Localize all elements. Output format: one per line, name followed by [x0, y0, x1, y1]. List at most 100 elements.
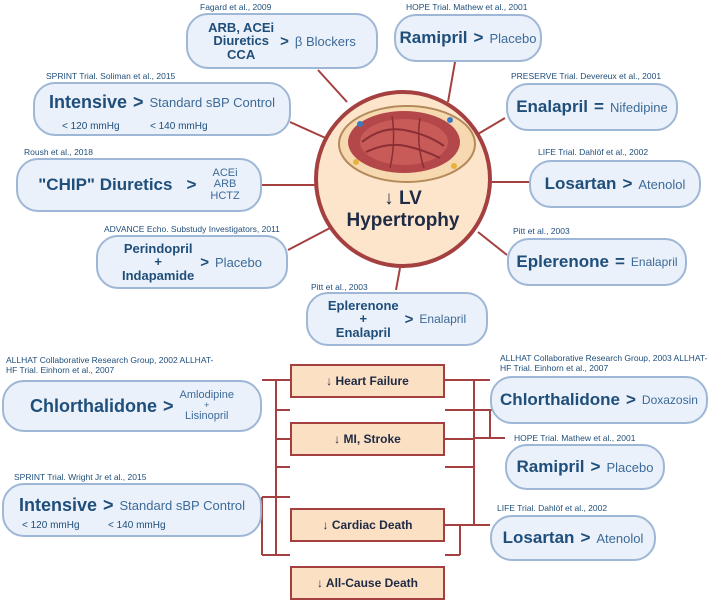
preserve-op: = — [594, 97, 604, 116]
allhat-left-right: Amlodipine + Lisinopril — [179, 388, 234, 423]
allhat-left-op: > — [163, 395, 174, 416]
sprint-op: > — [133, 92, 144, 112]
hope-left: Ramipril — [399, 28, 468, 47]
life2-left: Losartan — [502, 528, 575, 547]
hope2-caption: HOPE Trial. Mathew et al., 2001 — [514, 433, 636, 443]
preserve-right: Nifedipine — [609, 99, 668, 115]
pitt2-left1: Eplerenone — [327, 297, 399, 313]
allhat-left-plus: + — [204, 400, 210, 411]
allhat-left-caption: ALLHAT Collaborative Research Group, 200… — [6, 355, 213, 375]
hope-right: Placebo — [489, 30, 537, 46]
roush-right2: ARB — [213, 178, 237, 191]
fagard-comparison: ARB, ACEi Diuretics CCA > β Blockers — [186, 13, 378, 69]
hope-caption: HOPE Trial. Mathew et al., 2001 — [406, 2, 528, 12]
preserve-left: Enalapril — [516, 97, 589, 116]
roush-left: "CHIP" Diuretics — [38, 175, 173, 194]
pitt2-right: Enalapril — [419, 312, 467, 326]
life2-op: > — [580, 528, 591, 547]
advance-caption: ADVANCE Echo. Substudy Investigators, 20… — [104, 224, 280, 234]
roush-caption: Roush et al., 2018 — [24, 147, 93, 157]
allhat-left-right2: Lisinopril — [185, 409, 229, 422]
pitt2-left2: Enalapril — [335, 324, 391, 340]
allhat-left-caption-line1: ALLHAT Collaborative Research Group, 200… — [6, 355, 214, 365]
fagard-left2: Diuretics — [213, 33, 269, 49]
advance-left: Perindopril + Indapamide — [122, 240, 195, 283]
preserve-comparison: Enalapril = Nifedipine — [506, 83, 678, 131]
advance-right: Placebo — [215, 254, 262, 270]
hub-line2: Hypertrophy — [346, 210, 460, 231]
pitt2-op: > — [404, 310, 414, 328]
sprint-comparison: Intensive > Standard sBP Control — [33, 82, 291, 136]
pitt1-left: Eplerenone — [516, 252, 609, 271]
pitt1-op: = — [614, 252, 625, 271]
hope-op: > — [473, 28, 484, 47]
pitt1-caption: Pitt et al., 2003 — [513, 226, 570, 236]
life-left: Losartan — [544, 174, 617, 193]
outcome-cardiac-death: ↓ Cardiac Death — [290, 508, 445, 542]
hope2-op: > — [590, 457, 601, 476]
roush-right: ACEi ARB HCTZ — [210, 166, 240, 203]
allhat-right-right: Doxazosin — [641, 393, 698, 407]
allhat-right-op: > — [625, 390, 636, 409]
hope2-comparison: Ramipril > Placebo — [505, 444, 665, 490]
life-comparison: Losartan > Atenolol — [529, 160, 701, 208]
sprint-sub-left: < 120 mmHg — [62, 121, 120, 132]
advance-op: > — [200, 253, 210, 271]
allhat-right-caption-line2: HF Trial. Einhorn et al., 2007 — [500, 363, 609, 373]
sprint-sub-right: < 140 mmHg — [150, 121, 208, 132]
sprint-left: Intensive — [48, 92, 127, 112]
allhat-left-left: Chlorthalidone — [30, 395, 158, 416]
fagard-left3: CCA — [227, 46, 256, 62]
hub-line1: ↓ LV — [384, 188, 422, 209]
fagard-left: ARB, ACEi Diuretics CCA — [208, 19, 275, 62]
advance-plus: + — [154, 254, 162, 270]
allhat-right-comparison: Chlorthalidone > Doxazosin — [490, 376, 708, 424]
life-caption: LIFE Trial. Dahlöf et al., 2002 — [538, 147, 649, 157]
sprint-caption: SPRINT Trial. Soliman et al., 2015 — [46, 71, 176, 81]
advance-left2: Indapamide — [122, 267, 195, 283]
outcome-heart-failure: ↓ Heart Failure — [290, 364, 445, 398]
fagard-right: β Blockers — [294, 33, 356, 49]
life-right: Atenolol — [638, 176, 686, 192]
roush-right1: ACEi — [212, 166, 238, 179]
fagard-caption: Fagard et al., 2009 — [200, 2, 272, 12]
allhat-left-right1: Amlodipine — [179, 388, 234, 401]
sprint2-caption: SPRINT Trial. Wright Jr et al., 2015 — [14, 472, 147, 482]
allhat-right-caption-line1: ALLHAT Collaborative Research Group, 200… — [500, 353, 708, 363]
lv-hypertrophy-title: ↓ LV Hypertrophy — [314, 188, 492, 232]
hope2-right: Placebo — [606, 459, 654, 475]
allhat-right-left: Chlorthalidone — [500, 390, 620, 409]
advance-comparison: Perindopril + Indapamide > Placebo — [96, 235, 288, 289]
life2-caption: LIFE Trial. Dahlöf et al., 2002 — [497, 503, 608, 513]
pitt2-comparison: Eplerenone + Enalapril > Enalapril — [306, 292, 488, 346]
allhat-right-caption: ALLHAT Collaborative Research Group, 200… — [500, 353, 707, 373]
sprint2-comparison: Intensive > Standard sBP Control — [2, 483, 262, 537]
life2-right: Atenolol — [596, 530, 644, 546]
advance-left1: Perindopril — [123, 240, 193, 256]
life-op: > — [622, 174, 633, 193]
sprint-right: Standard sBP Control — [149, 95, 276, 110]
pitt2-plus: + — [359, 311, 368, 327]
fagard-left1: ARB, ACEi — [208, 19, 275, 35]
hope-comparison: Ramipril > Placebo — [394, 14, 542, 62]
sprint2-right: Standard sBP Control — [119, 498, 246, 513]
allhat-left-comparison: Chlorthalidone > Amlodipine + Lisinopril — [2, 380, 262, 432]
sprint2-sub-left: < 120 mmHg — [22, 520, 80, 531]
pitt2-caption: Pitt et al., 2003 — [311, 282, 368, 292]
preserve-caption: PRESERVE Trial. Devereux et al., 2001 — [511, 71, 662, 81]
outcome-mi-stroke: ↓ MI, Stroke — [290, 422, 445, 456]
allhat-left-caption-line2: HF Trial. Einhorn et al., 2007 — [6, 365, 115, 375]
roush-op: > — [186, 175, 197, 194]
roush-right3: HCTZ — [210, 189, 240, 202]
hope2-left: Ramipril — [516, 457, 585, 476]
fagard-op: > — [280, 32, 289, 50]
pitt1-comparison: Eplerenone = Enalapril — [507, 238, 687, 286]
life2-comparison: Losartan > Atenolol — [490, 515, 656, 561]
outcome-all-cause-death: ↓ All-Cause Death — [290, 566, 445, 600]
pitt1-right: Enalapril — [630, 255, 678, 269]
roush-comparison: "CHIP" Diuretics > ACEi ARB HCTZ — [16, 158, 262, 212]
pitt2-left: Eplerenone + Enalapril — [327, 297, 399, 340]
sprint2-sub-right: < 140 mmHg — [108, 520, 166, 531]
sprint2-left: Intensive — [18, 495, 97, 515]
heart-cross-section-icon — [338, 105, 476, 183]
